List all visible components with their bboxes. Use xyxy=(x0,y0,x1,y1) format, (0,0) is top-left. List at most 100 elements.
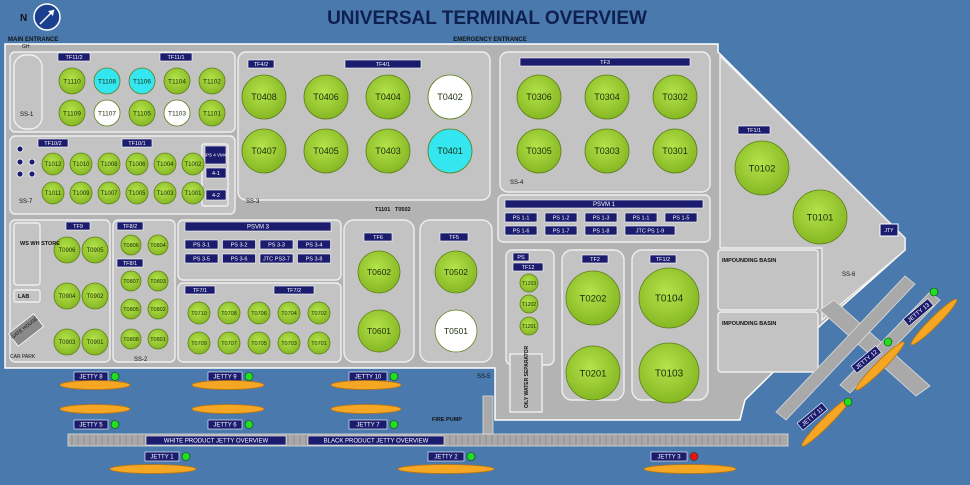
label-tf7-2[interactable]: TF7/2 xyxy=(273,285,315,295)
tank-t0102[interactable]: T0102 xyxy=(734,140,790,196)
tank-t0808[interactable]: T0808 xyxy=(120,328,142,350)
compass[interactable]: N xyxy=(20,3,61,31)
tank-t0905[interactable]: T0905 xyxy=(81,236,109,264)
label-tf8-2[interactable]: TF8/2 xyxy=(116,221,144,231)
oily-water-separator[interactable] xyxy=(509,353,543,413)
tank-t0306[interactable]: T0306 xyxy=(516,74,562,120)
tank-t1101[interactable]: T1101 xyxy=(198,99,226,127)
tank-t1110[interactable]: T1110 xyxy=(58,67,86,95)
impounding-basin-2[interactable] xyxy=(717,311,819,373)
tank-t0202[interactable]: T0202 xyxy=(565,270,621,326)
tank-t1104[interactable]: T1104 xyxy=(163,67,191,95)
label-tf1-1[interactable]: TF1/1 xyxy=(737,125,771,135)
tank-t1005[interactable]: T1005 xyxy=(125,181,149,205)
pump-station-1-6[interactable]: PS 1-6 xyxy=(504,225,538,236)
tank-t0801[interactable]: T0801 xyxy=(147,328,169,350)
area-ss1[interactable] xyxy=(13,54,43,130)
tank-t0702[interactable]: T0702 xyxy=(307,301,331,325)
tank-t1201[interactable]: T1201 xyxy=(519,316,539,336)
vessel-jetty-8[interactable] xyxy=(59,380,131,390)
tank-t0301[interactable]: T0301 xyxy=(652,128,698,174)
pump-station-3-2[interactable]: PS 3-2 xyxy=(222,239,256,250)
label-ipsvm4[interactable]: IPS 4 VM4 xyxy=(204,145,227,165)
label-tf2[interactable]: TF2 xyxy=(581,254,609,264)
tank-t0803[interactable]: T0803 xyxy=(147,270,169,292)
pump-station-1-2[interactable]: PS 1-2 xyxy=(544,212,578,223)
tank-t0802[interactable]: T0802 xyxy=(147,298,169,320)
tank-t0602[interactable]: T0602 xyxy=(357,250,401,294)
button-4-2[interactable]: 4-2 xyxy=(205,189,227,201)
jty-box[interactable] xyxy=(879,223,899,237)
jetty-9[interactable]: JETTY 9 xyxy=(207,371,254,382)
tank-t0404[interactable]: T0404 xyxy=(365,74,411,120)
pump-station-1-8[interactable]: PS 1-8 xyxy=(584,225,618,236)
pump-station-1-1[interactable]: PS 1-1 xyxy=(504,212,538,223)
tank-t1011[interactable]: T1011 xyxy=(41,181,65,205)
area-psvm3[interactable] xyxy=(177,219,342,281)
tank-t0401[interactable]: T0401 xyxy=(427,128,473,174)
impounding-basin-1[interactable] xyxy=(717,249,819,311)
tank-t0704[interactable]: T0704 xyxy=(277,301,301,325)
tank-t0705[interactable]: T0705 xyxy=(247,331,271,355)
tank-t0708[interactable]: T0708 xyxy=(217,301,241,325)
tank-t0402[interactable]: T0402 xyxy=(427,74,473,120)
vessel-jetty-11[interactable] xyxy=(799,395,853,449)
label-tf4-2[interactable]: TF4/2 xyxy=(247,59,275,69)
tank-t1109[interactable]: T1109 xyxy=(58,99,86,127)
black-product-jetty-overview[interactable]: BLACK PRODUCT JETTY OVERVIEW xyxy=(307,435,445,446)
tank-t0405[interactable]: T0405 xyxy=(303,128,349,174)
label-tf10-1[interactable]: TF10/1 xyxy=(121,138,153,148)
tank-t0903[interactable]: T0903 xyxy=(53,328,81,356)
tank-t1010[interactable]: T1010 xyxy=(69,152,93,176)
jetty-6[interactable]: JETTY 6 xyxy=(207,419,254,430)
jetty-1[interactable]: JETTY 1 xyxy=(144,451,191,462)
tank-t0902[interactable]: T0902 xyxy=(81,282,109,310)
label-tf11-1[interactable]: TF11/1 xyxy=(159,52,193,62)
tank-t1103[interactable]: T1103 xyxy=(163,99,191,127)
label-tf1-2[interactable]: TF1/2 xyxy=(649,254,677,264)
label-tf9[interactable]: TF9 xyxy=(65,221,91,231)
lab-building[interactable] xyxy=(13,289,41,303)
label-tf11-2[interactable]: TF11/2 xyxy=(57,52,91,62)
pump-station-1-7[interactable]: PS 1-7 xyxy=(544,225,578,236)
tank-t0304[interactable]: T0304 xyxy=(584,74,630,120)
label-tf8-1[interactable]: TF8/1 xyxy=(116,258,144,268)
label-tf7-1[interactable]: TF7/1 xyxy=(184,285,216,295)
pump-station-3-7[interactable]: JTC PS3-7 xyxy=(259,253,294,264)
tank-t1007[interactable]: T1007 xyxy=(97,181,121,205)
label-tf3[interactable]: TF3 xyxy=(519,57,691,67)
tank-t0103[interactable]: T0103 xyxy=(638,342,700,404)
tank-t1105[interactable]: T1105 xyxy=(128,99,156,127)
jetty-5[interactable]: JETTY 5 xyxy=(73,419,120,430)
vessel-jetty-2[interactable] xyxy=(397,464,495,474)
tank-t1107[interactable]: T1107 xyxy=(93,99,121,127)
label-psvm3[interactable]: PSVM 3 xyxy=(184,221,332,232)
tank-t0601[interactable]: T0601 xyxy=(357,309,401,353)
vessel-jetty-6[interactable] xyxy=(191,404,265,414)
tank-t1202[interactable]: T1202 xyxy=(519,294,539,314)
tank-t1106[interactable]: T1106 xyxy=(128,67,156,95)
tank-t0104[interactable]: T0104 xyxy=(638,267,700,329)
tank-t0408[interactable]: T0408 xyxy=(241,74,287,120)
area-tf1-1[interactable] xyxy=(719,54,906,322)
tank-t1001[interactable]: T1001 xyxy=(181,181,205,205)
pump-station-3-5[interactable]: PS 3-5 xyxy=(184,253,219,264)
vessel-jetty-13[interactable] xyxy=(908,296,960,348)
label-tf4-1[interactable]: TF4/1 xyxy=(344,59,422,69)
pump-station-1-9[interactable]: JTC PS 1-9 xyxy=(624,225,676,236)
pump-station-1-3[interactable]: PS 1-3 xyxy=(584,212,618,223)
tank-t1004[interactable]: T1004 xyxy=(153,152,177,176)
jetty-7[interactable]: JETTY 7 xyxy=(348,419,399,430)
tank-t0806[interactable]: T0806 xyxy=(120,234,142,256)
tank-t0201[interactable]: T0201 xyxy=(565,345,621,401)
tank-t0805[interactable]: T0805 xyxy=(120,298,142,320)
tank-t1006[interactable]: T1006 xyxy=(125,152,149,176)
tank-t0804[interactable]: T0804 xyxy=(147,234,169,256)
tank-t0904[interactable]: T0904 xyxy=(53,282,81,310)
tank-t1003[interactable]: T1003 xyxy=(153,181,177,205)
pump-station-3-3[interactable]: PS 3-3 xyxy=(259,239,294,250)
pump-station-1-5[interactable]: PS 1-5 xyxy=(664,212,698,223)
jetty-8[interactable]: JETTY 8 xyxy=(73,371,120,382)
tank-t0901[interactable]: T0901 xyxy=(81,328,109,356)
tank-t0706[interactable]: T0706 xyxy=(247,301,271,325)
